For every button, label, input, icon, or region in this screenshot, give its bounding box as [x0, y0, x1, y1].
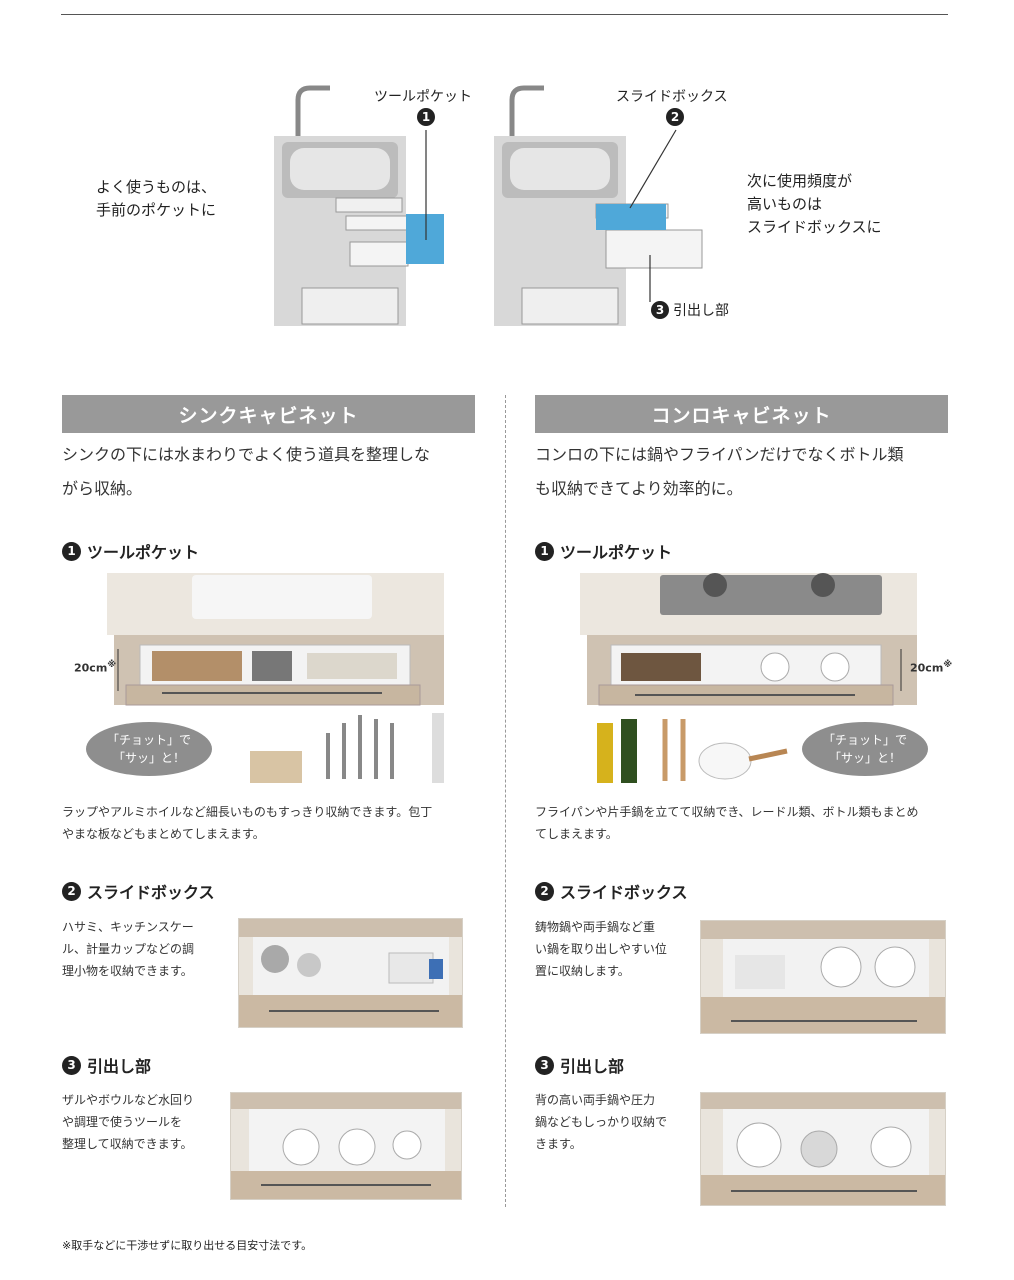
- column-divider: [505, 395, 506, 1207]
- stove-tool-pocket-heading: 1 ツールポケット: [535, 539, 672, 563]
- sink-speech-bubble: 「チョット」で 「サッ」と！: [86, 722, 212, 776]
- number-badge-2: 2: [666, 108, 684, 126]
- tool-pocket-highlight: [406, 214, 444, 264]
- stove-slide-box-desc: 鋳物鍋や両手鍋など重 い鍋を取り出しやすい位 置に収納します。: [535, 920, 667, 978]
- right-note: 次に使用頻度が 高いものは スライドボックスに: [747, 172, 882, 236]
- sink-cabinet-illustration: [274, 85, 444, 326]
- sink-dimension-label: 20cm※: [74, 659, 117, 675]
- stove-dimension-label: 20cm※: [910, 659, 953, 675]
- diagram-label-slide-box: スライドボックス: [616, 89, 728, 105]
- cabinet-diagram: [274, 85, 703, 326]
- sink-tool-pocket-heading: 1 ツールポケット: [62, 539, 199, 563]
- stove-drawer-heading: 3 引出し部: [535, 1053, 624, 1077]
- stove-speech-bubble: 「チョット」で 「サッ」と！: [802, 722, 928, 776]
- stove-cabinet-illustration: [494, 85, 703, 326]
- sink-slide-box-desc: ハサミ、キッチンスケー ル、計量カップなどの調 理小物を収納できます。: [62, 920, 195, 978]
- stove-section-title: コンロキャビネット: [535, 395, 948, 433]
- diagram-label-tool-pocket: ツールポケット: [374, 89, 472, 105]
- sink-tool-pocket-image: [107, 573, 444, 783]
- stove-intro: コンロの下には鍋やフライパンだけでなくボトル類 も収納できてより効率的に。: [535, 445, 904, 498]
- stove-tool-pocket-image: [580, 573, 917, 783]
- sink-drawer-heading: 3 引出し部: [62, 1053, 151, 1077]
- footnote: ※取手などに干渉せずに取り出せる目安寸法です。: [62, 1239, 313, 1252]
- sink-section-title: シンクキャビネット: [62, 395, 475, 433]
- sink-tool-pocket-desc: ラップやアルミホイルなど細長いものもすっきり収納できます。包丁 やまな板などもま…: [62, 805, 433, 841]
- diagram-label-drawer: 3 引出し部: [651, 300, 729, 320]
- sink-drawer-photo: [230, 1092, 462, 1200]
- slide-box-highlight: [596, 204, 666, 230]
- stove-tool-pocket-desc: フライパンや片手鍋を立てて収納でき、レードル類、ボトル類もまとめ てしまえます。: [535, 805, 919, 841]
- sink-slide-box-heading: 2 スライドボックス: [62, 879, 215, 903]
- number-badge-1: 1: [417, 108, 435, 126]
- sink-intro: シンクの下には水まわりでよく使う道具を整理しな がら収納。: [62, 445, 431, 498]
- sink-drawer-desc: ザルやボウルなど水回り や調理で使うツールを 整理して収納できます。: [62, 1093, 195, 1151]
- number-badge-3: 3: [651, 301, 669, 319]
- left-note: よく使うものは、 手前のポケットに: [96, 178, 217, 219]
- top-rule: [61, 14, 948, 15]
- stove-slide-box-heading: 2 スライドボックス: [535, 879, 688, 903]
- stove-drawer-desc: 背の高い両手鍋や圧力 鍋などもしっかり収納で きます。: [535, 1093, 668, 1151]
- stove-drawer-photo: [700, 1092, 946, 1206]
- sink-slide-box-photo: [238, 918, 463, 1028]
- stove-slide-box-photo: [700, 920, 946, 1034]
